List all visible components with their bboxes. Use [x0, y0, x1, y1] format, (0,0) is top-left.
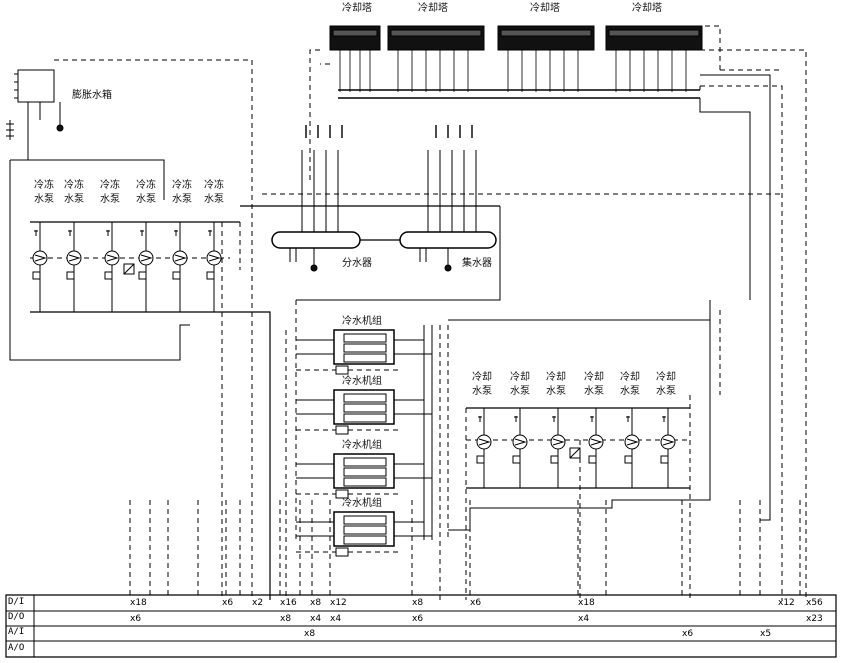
chilled-pump-label-line2: 水泵 — [172, 194, 192, 205]
do-count: x4 — [330, 614, 342, 624]
do-count: x6 — [130, 614, 142, 624]
ai-count: x5 — [760, 629, 772, 639]
di-count: x6 — [470, 598, 482, 608]
cooling-tower-1 — [329, 25, 381, 51]
chilled-pump-label-line2: 水泵 — [34, 194, 54, 205]
chilled-pump-label-line1: 冷冻 — [64, 180, 84, 191]
bus-label-0: D/I — [8, 597, 25, 607]
di-count: x8 — [412, 598, 424, 608]
cooling-tower-label: 冷却塔 — [632, 3, 662, 14]
di-count: x56 — [806, 598, 823, 608]
chiller-group — [296, 329, 432, 557]
cooling-tower-label: 冷却塔 — [342, 3, 372, 14]
chilled-water-pump-group — [32, 222, 222, 312]
chilled-pump-label-line2: 水泵 — [136, 194, 156, 205]
cooling-tower-4 — [605, 25, 703, 51]
cooling-tower-3 — [497, 25, 595, 51]
cooling-pump-label-line2: 水泵 — [584, 386, 604, 397]
bus-label-3: A/O — [8, 643, 25, 653]
di-count: x12 — [330, 598, 347, 608]
bus-label-1: D/O — [8, 612, 25, 622]
cooling-pump-label-line1: 冷却 — [584, 372, 604, 383]
chilled-pump-label-line1: 冷冻 — [136, 180, 156, 191]
di-count: x16 — [280, 598, 297, 608]
cooling-pump-label-line1: 冷却 — [472, 372, 492, 383]
ai-count: x6 — [682, 629, 694, 639]
cooling-pump-label-line1: 冷却 — [656, 372, 676, 383]
cooling-pump-label-line2: 水泵 — [546, 386, 566, 397]
chiller-label: 冷水机组 — [342, 440, 382, 451]
do-count: x4 — [578, 614, 590, 624]
cooling-pump-label-line2: 水泵 — [620, 386, 640, 397]
chilled-pump-label-line2: 水泵 — [100, 194, 120, 205]
ai-count: x8 — [304, 629, 316, 639]
chilled-pump-label-line1: 冷冻 — [204, 180, 224, 191]
water-distributor — [271, 150, 361, 272]
expansion-tank — [6, 69, 64, 160]
do-count: x6 — [412, 614, 424, 624]
do-count: x23 — [806, 614, 823, 624]
distributor-label: 分水器 — [342, 258, 372, 269]
di-count: x18 — [578, 598, 595, 608]
chilled-pump-label-line1: 冷冻 — [172, 180, 192, 191]
cooling-pump-label-line2: 水泵 — [656, 386, 676, 397]
collector-label: 集水器 — [462, 258, 492, 269]
cooling-tower-2 — [387, 25, 485, 51]
cooling-pump-label-line1: 冷却 — [546, 372, 566, 383]
do-count: x4 — [310, 614, 322, 624]
do-count: x8 — [280, 614, 292, 624]
cooling-tower-label: 冷却塔 — [530, 3, 560, 14]
chilled-pump-label-line1: 冷冻 — [100, 180, 120, 191]
chiller-label: 冷水机组 — [342, 376, 382, 387]
di-count: x2 — [252, 598, 264, 608]
cooling-tower-label: 冷却塔 — [418, 3, 448, 14]
chiller-label: 冷水机组 — [342, 316, 382, 327]
chilled-pump-label-line2: 水泵 — [204, 194, 224, 205]
di-count: x8 — [310, 598, 322, 608]
expansion-tank-label: 膨胀水箱 — [72, 90, 112, 101]
di-count: x18 — [130, 598, 147, 608]
chiller-label: 冷水机组 — [342, 498, 382, 509]
cooling-water-pump-group — [476, 408, 676, 488]
chilled-pump-label-line2: 水泵 — [64, 194, 84, 205]
cooling-pump-label-line2: 水泵 — [472, 386, 492, 397]
bus-label-2: A/I — [8, 627, 25, 637]
cooling-pump-label-line1: 冷却 — [620, 372, 640, 383]
cooling-pump-label-line1: 冷却 — [510, 372, 530, 383]
chilled-pump-label-line1: 冷冻 — [34, 180, 54, 191]
di-count: x12 — [778, 598, 795, 608]
di-count: x6 — [222, 598, 234, 608]
water-collector — [399, 150, 497, 272]
cooling-pump-label-line2: 水泵 — [510, 386, 530, 397]
